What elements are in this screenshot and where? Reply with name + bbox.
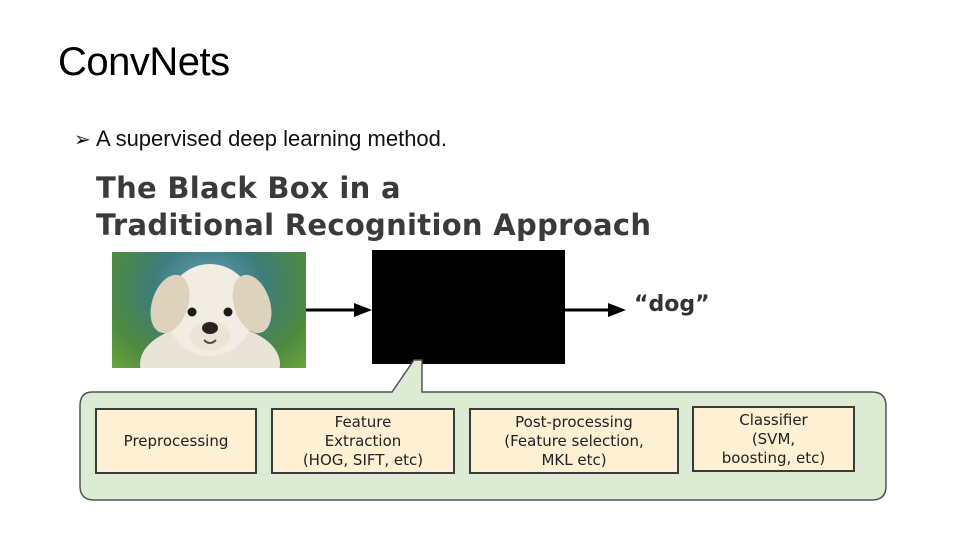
bullet-item: ➢ A supervised deep learning method.	[74, 126, 447, 152]
input-arrow	[306, 303, 372, 317]
figure-title: The Black Box in a Traditional Recogniti…	[96, 170, 651, 244]
bullet-text: A supervised deep learning method.	[96, 126, 448, 151]
step-feature-extraction: Feature Extraction (HOG, SIFT, etc)	[271, 408, 455, 474]
step-label: Post-processing (Feature selection, MKL …	[504, 412, 644, 469]
step-label: Preprocessing	[123, 431, 229, 450]
black-box	[372, 250, 565, 364]
step-classifier: Classifier (SVM, boosting, etc)	[692, 406, 855, 472]
output-label: “dog”	[634, 292, 710, 317]
step-label: Classifier (SVM, boosting, etc)	[721, 410, 826, 467]
figure-title-line2: Traditional Recognition Approach	[96, 208, 652, 242]
figure-title-line1: The Black Box in a	[96, 171, 401, 205]
step-preprocessing: Preprocessing	[95, 408, 257, 474]
output-arrow	[565, 303, 626, 317]
arrow-bullet-icon: ➢	[74, 128, 91, 151]
step-label: Feature Extraction (HOG, SIFT, etc)	[302, 412, 424, 469]
dog-image	[112, 252, 306, 368]
step-post-processing: Post-processing (Feature selection, MKL …	[469, 408, 679, 474]
page-title: ConvNets	[58, 40, 230, 84]
